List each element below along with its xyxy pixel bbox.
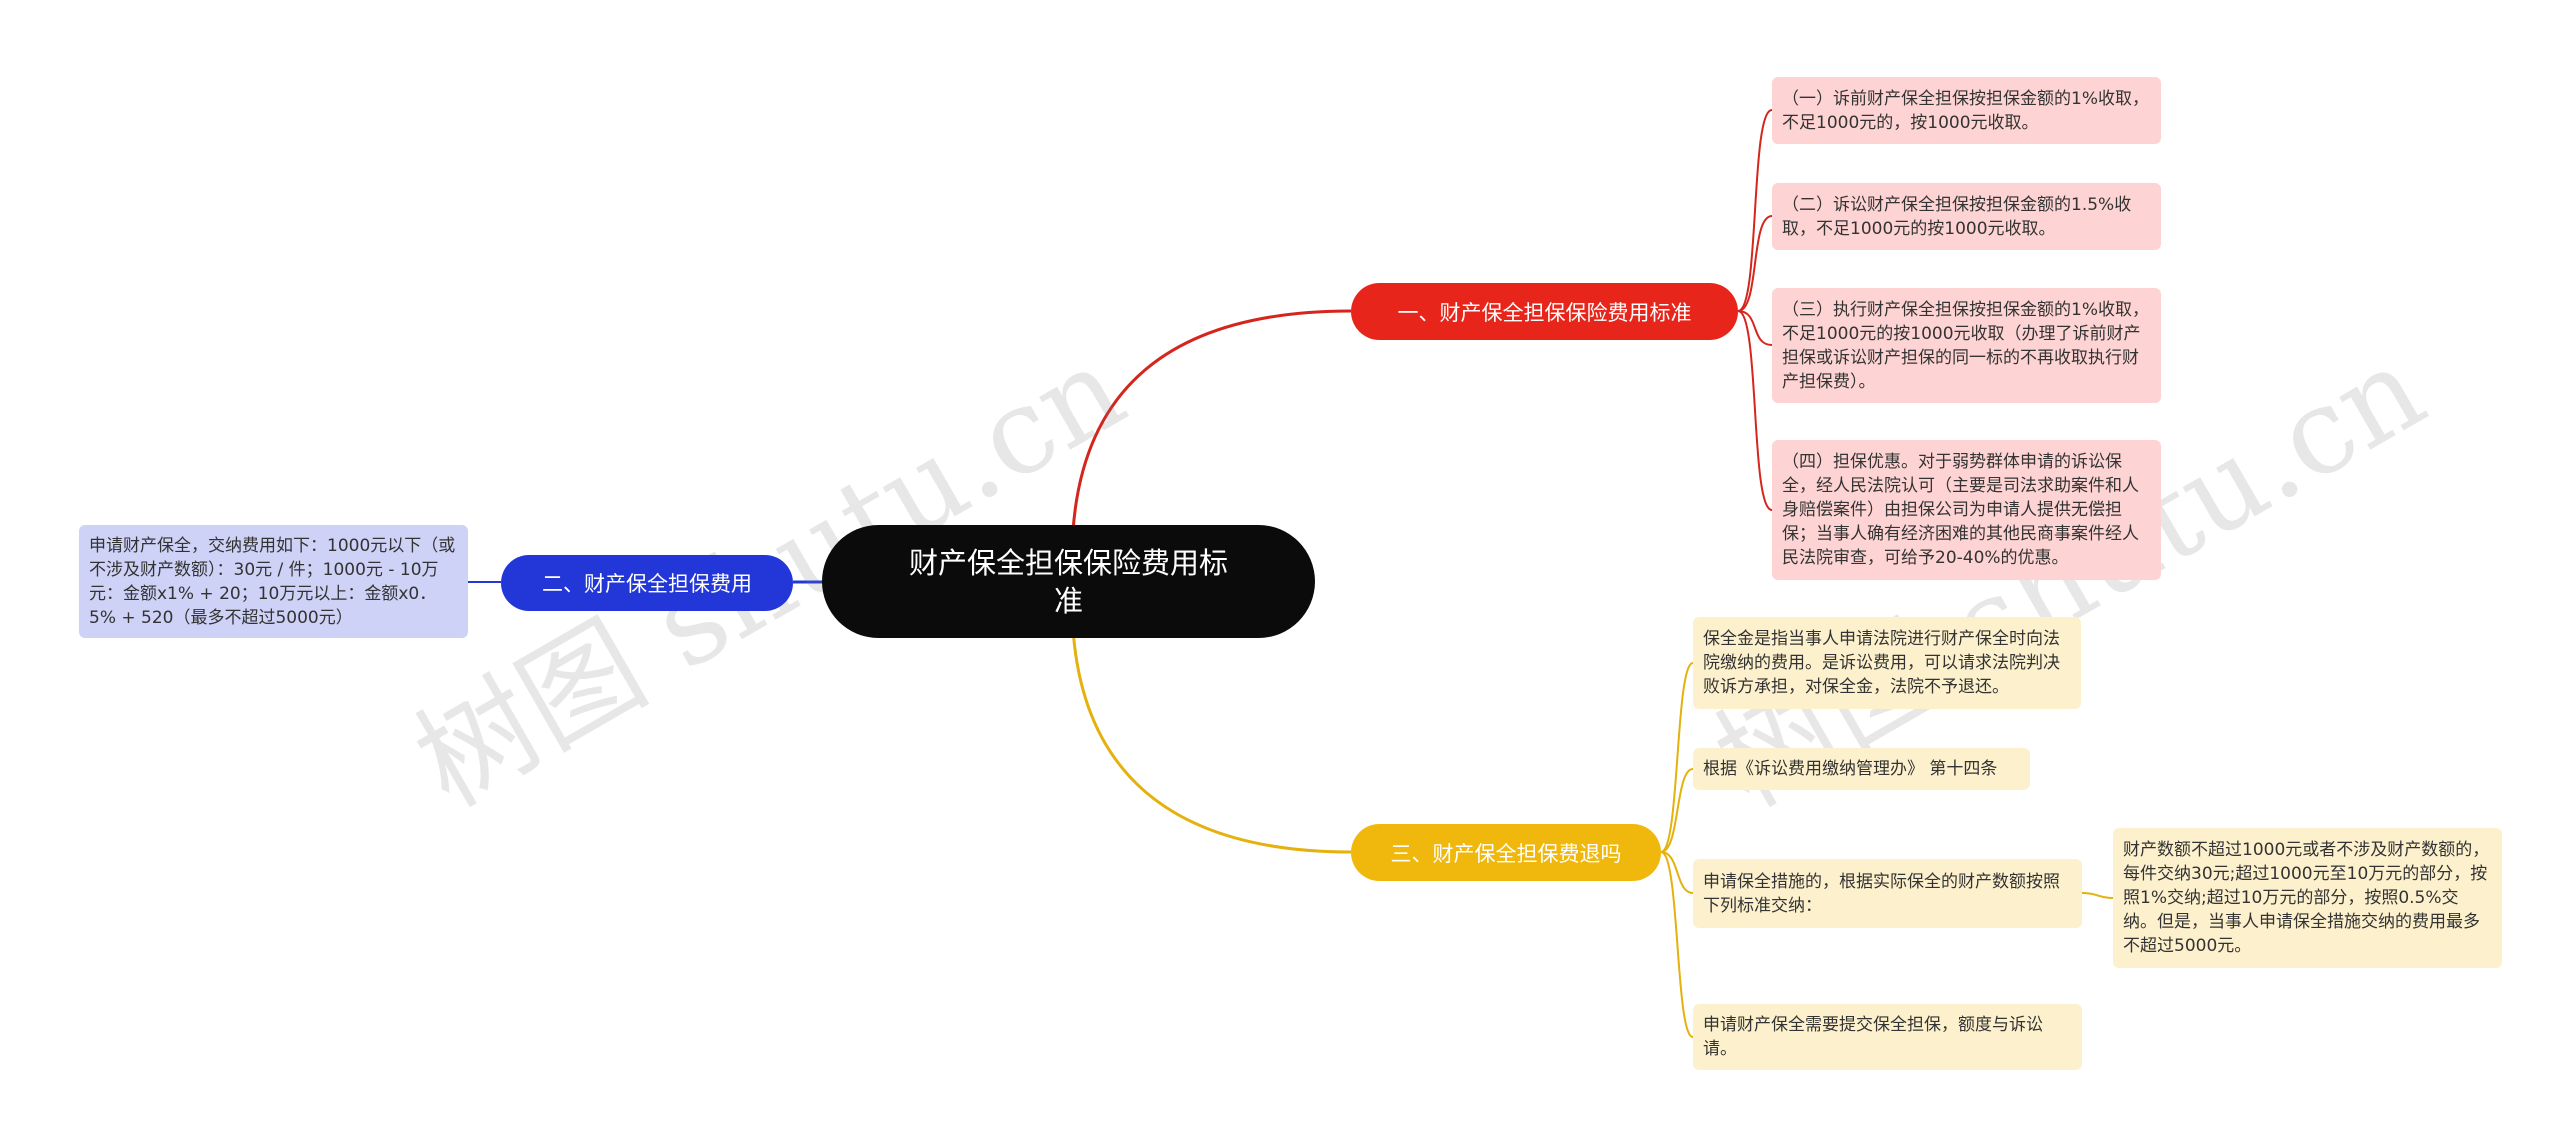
leaf-payment-basis[interactable]: 申请保全措施的，根据实际保全的财产数额按照下列标准交纳： [1693,859,2082,928]
link-b1-l3 [1737,310,1773,346]
root-node[interactable]: 财产保全担保保险费用标 准 [822,525,1315,638]
link-b3-y3 [1660,851,1694,894]
leaf-deposit-definition[interactable]: 保全金是指当事人申请法院进行财产保全时向法院缴纳的费用。是诉讼费用，可以请求法院… [1693,617,2081,709]
link-b1-l2 [1737,215,1773,312]
leaf-litigation[interactable]: （二）诉讼财产保全担保按担保金额的1.5%收取，不足1000元的按1000元收取… [1772,183,2161,250]
leaf-execution[interactable]: （三）执行财产保全担保按担保金额的1%收取，不足1000元的按1000元收取（办… [1772,288,2161,403]
link-b1-l1 [1737,109,1773,312]
link-b3-y1 [1660,662,1694,853]
branch-guarantee-fee[interactable]: 二、财产保全担保费用 [501,555,793,611]
leaf-payment-tiers[interactable]: 财产数额不超过1000元或者不涉及财产数额的，每件交纳30元;超过1000元至1… [2113,828,2502,968]
link-root-b1 [1070,309,1352,561]
link-b3-y4 [1660,851,1694,1038]
leaf-pre-litigation[interactable]: （一）诉前财产保全担保按担保金额的1%收取，不足1000元的，按1000元收取。 [1772,77,2161,144]
leaf-regulation-reference[interactable]: 根据《诉讼费用缴纳管理办》 第十四条 [1693,748,2030,790]
leaf-discount[interactable]: （四）担保优惠。对于弱势群体申请的诉讼保全，经人民法院认可（主要是司法求助案件和… [1772,440,2161,580]
leaf-guarantee-requirement[interactable]: 申请财产保全需要提交保全担保，额度与诉讼请。 [1693,1004,2082,1070]
link-b1-l4 [1737,310,1773,511]
link-y3-y5 [2081,892,2114,899]
link-b3-y2 [1660,768,1694,853]
branch-fee-standard[interactable]: 一、财产保全担保保险费用标准 [1351,283,1738,340]
branch-refund[interactable]: 三、财产保全担保费退吗 [1351,824,1661,881]
link-root-b3 [1070,599,1352,854]
leaf-fee-schedule[interactable]: 申请财产保全，交纳费用如下：1000元以下（或不涉及财产数额）：30元 / 件；… [79,525,468,638]
